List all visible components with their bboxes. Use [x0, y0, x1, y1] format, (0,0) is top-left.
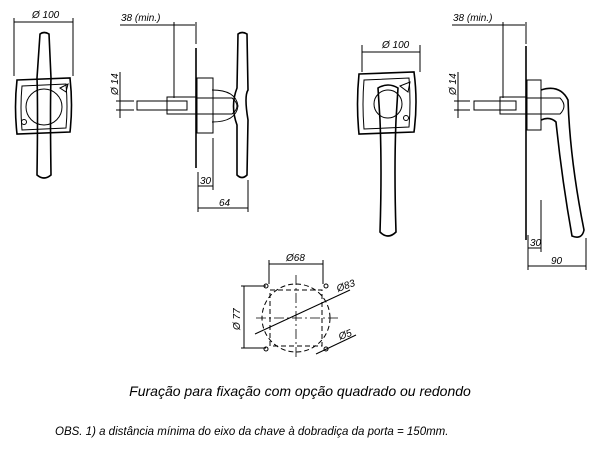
dim-side-lever-30: 30 — [530, 238, 542, 249]
dim-hole-square-width: Ø68 — [285, 253, 305, 264]
dim-hole-screw: Ø5 — [336, 328, 354, 343]
dim-side-t-min: 38 (min.) — [121, 13, 160, 24]
dim-side-t-30: 30 — [200, 176, 212, 187]
dim-hole-circle: Ø83 — [334, 278, 357, 295]
dim-side-t-spindle: Ø 14 — [110, 73, 121, 96]
drawing-note: OBS. 1) a distância mínima do eixo da ch… — [55, 426, 449, 438]
side-view-lever-handle: 38 (min.) Ø 14 30 90 — [448, 13, 587, 270]
dim-side-lever-spindle: Ø 14 — [448, 73, 459, 96]
dim-side-lever-min: 38 (min.) — [453, 13, 492, 24]
dim-side-t-depth: 64 — [219, 198, 231, 209]
front-view-t-handle: Ø 100 — [13, 10, 74, 179]
mounting-hole-pattern: Ø68 Ø 77 Ø83 Ø5 — [232, 253, 357, 360]
dim-hole-square-height: Ø 77 — [232, 308, 243, 331]
dim-side-lever-depth: 90 — [551, 256, 563, 267]
side-view-t-handle: 38 (min.) Ø 14 30 64 — [110, 13, 249, 212]
dim-front-lever-width: Ø 100 — [381, 40, 410, 51]
drawing-caption: Furação para fixação com opção quadrado … — [129, 383, 471, 399]
front-view-lever-handle: Ø 100 — [356, 40, 421, 237]
dim-front-t-width: Ø 100 — [31, 10, 60, 21]
